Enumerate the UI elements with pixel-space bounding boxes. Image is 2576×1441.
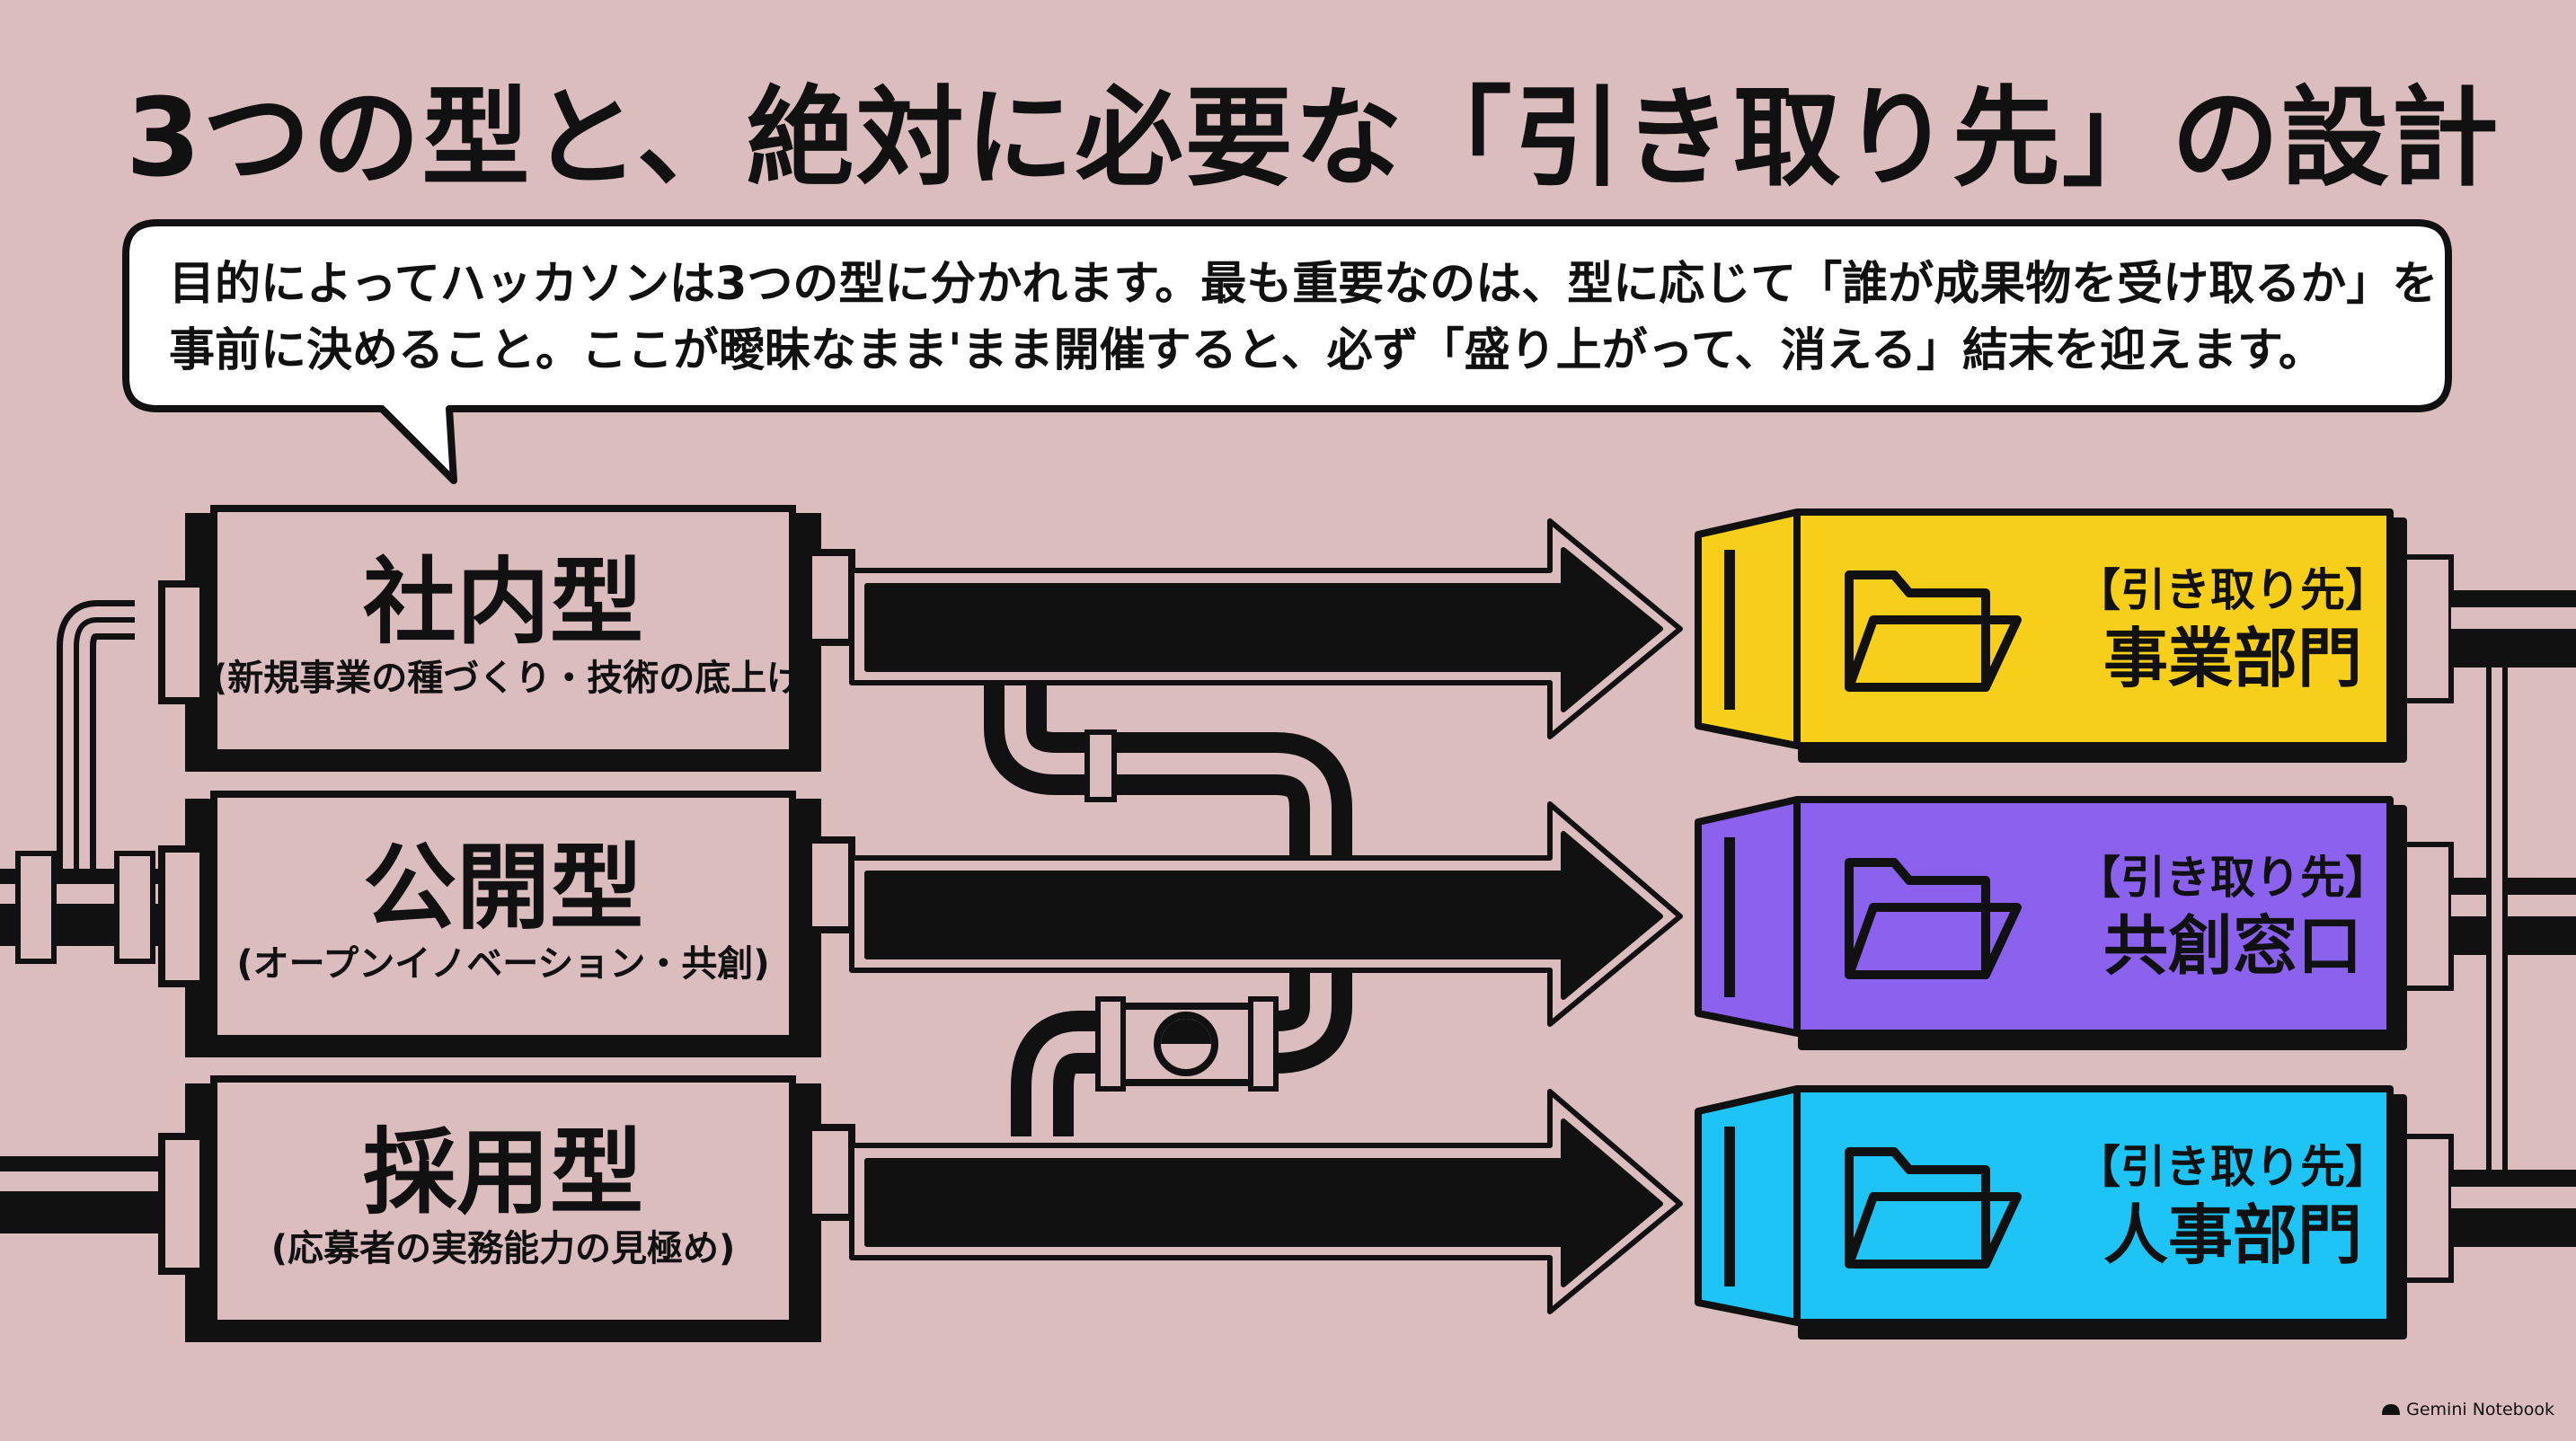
speech-bubble — [122, 219, 2452, 484]
bubble-line-2: 事前に決めること。ここが曖昧なまま'まま開催すると、必ず「盛り上がって、消える」… — [169, 324, 2324, 377]
type-subtitle: (オープンイノベーション・共創) — [236, 943, 770, 985]
receiver-tag: 【引き取り先】 — [2076, 1141, 2390, 1193]
speech-bubble-text: 目的によってハッカソンは3つの型に分かれます。最も重要なのは、型に応じて「誰が成… — [169, 252, 2439, 385]
type-subtitle: (新規事業の種づくり・技術の底上げ) — [211, 658, 819, 699]
folder-icon — [1845, 570, 2022, 692]
type-name: 採用型 — [362, 1118, 643, 1227]
middle-pipe — [984, 683, 1352, 1136]
receiver-tag: 【引き取り先】 — [2076, 852, 2390, 904]
receiver-label-1: 【引き取り先】 事業部門 — [2026, 561, 2439, 698]
page-title: 3つの型と、絶対に必要な「引き取り先」の設計 — [126, 76, 2501, 201]
type-name: 社内型 — [362, 547, 643, 657]
receiver-box-1 — [1695, 508, 2407, 763]
type-label-2: 公開型 (オープンイノベーション・共創) — [211, 834, 795, 986]
receiver-label-2: 【引き取り先】 共創窓口 — [2026, 849, 2439, 986]
receiver-box-2 — [1695, 796, 2407, 1050]
receiver-boxes — [1695, 508, 2407, 1339]
type-subtitle: (応募者の実務能力の見極め) — [270, 1228, 736, 1269]
receiver-name: 共創窓口 — [2102, 908, 2362, 984]
receiver-tag: 【引き取り先】 — [2076, 564, 2390, 616]
watermark-text: Gemini Notebook — [2406, 1400, 2554, 1419]
watermark: Gemini Notebook — [2381, 1400, 2554, 1419]
type-label-3: 採用型 (応募者の実務能力の見極め) — [211, 1118, 795, 1271]
type-boxes — [158, 505, 855, 1342]
receiver-name: 人事部門 — [2102, 1198, 2362, 1273]
receiver-name: 事業部門 — [2102, 621, 2362, 696]
folder-icon — [1845, 858, 2022, 979]
arrows — [849, 518, 1683, 1314]
receiver-label-3: 【引き取り先】 人事部門 — [2026, 1138, 2439, 1275]
type-name: 公開型 — [362, 833, 643, 942]
gemini-logo-icon — [2382, 1404, 2401, 1415]
bubble-line-1: 目的によってハッカソンは3つの型に分かれます。最も重要なのは、型に応じて「誰が成… — [169, 258, 2439, 311]
right-pipes — [2395, 554, 2576, 1283]
type-label-1: 社内型 (新規事業の種づくり・技術の底上げ) — [211, 547, 819, 701]
receiver-box-3 — [1695, 1085, 2407, 1339]
folder-icon — [1845, 1147, 2022, 1269]
